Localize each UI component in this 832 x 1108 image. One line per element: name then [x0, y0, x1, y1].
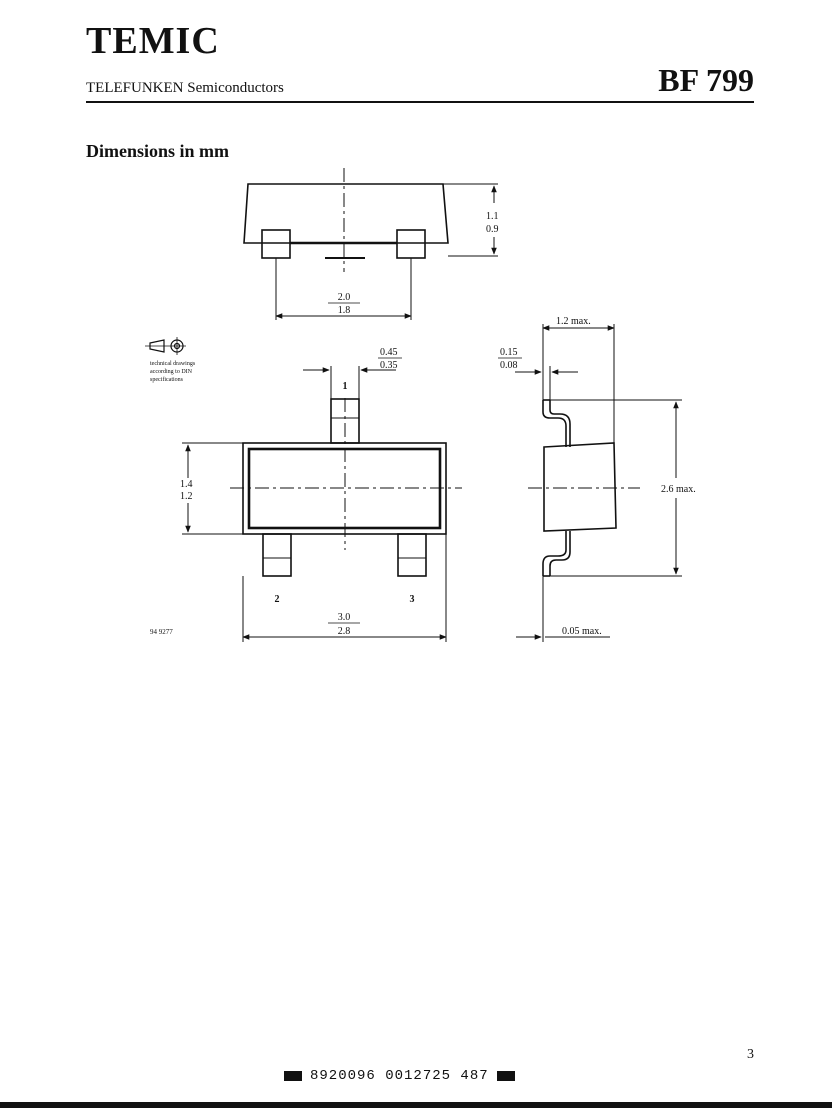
dim-overall-height: 2.6 max.: [661, 484, 696, 495]
side-view-body: [543, 442, 617, 532]
front-view-lead-3: [397, 533, 427, 577]
front-view-lead-2: [262, 533, 292, 577]
dim-lead-width-max: 0.45: [380, 347, 398, 358]
side-view: [528, 399, 640, 577]
page-bottom-bar: [0, 1102, 832, 1108]
front-view: [230, 398, 462, 577]
pin-label-1: 1: [343, 381, 348, 392]
dim-lead-span-max: 2.0: [338, 292, 351, 303]
page-number: 3: [747, 1047, 754, 1062]
din-note-line-2: according to DIN: [150, 369, 193, 375]
brand-logo: TEMIC: [86, 20, 220, 62]
dim-standoff: 0.05 max.: [562, 626, 602, 637]
top-view: [243, 168, 449, 272]
barcode-strip: 8920096 0012725 487: [284, 1068, 515, 1084]
dim-lead-width-min: 0.35: [380, 360, 398, 371]
side-view-dims: [515, 324, 682, 642]
part-number: BF 799: [658, 62, 754, 98]
barcode-block-right: [496, 1071, 515, 1081]
dim-height-min: 0.9: [486, 224, 499, 235]
dim-body-width-max: 1.4: [180, 479, 193, 490]
pin-label-3: 3: [410, 594, 415, 605]
dim-thickness-max: 1.2 max.: [556, 316, 591, 327]
header-rule: [86, 101, 754, 103]
drawing-number: 94 9277: [150, 628, 173, 636]
dim-lead-span-min: 1.8: [338, 305, 351, 316]
dim-lead-thick-max: 0.15: [500, 347, 518, 358]
top-view-lead-left: [261, 229, 291, 259]
brand-subtitle: TELEFUNKEN Semiconductors: [86, 80, 284, 96]
dim-body-length-max: 3.0: [338, 612, 351, 623]
dim-body-width-min: 1.2: [180, 491, 193, 502]
barcode-text: 8920096 0012725 487: [310, 1068, 489, 1084]
top-view-dims: [275, 183, 498, 320]
pin-label-2: 2: [275, 594, 280, 605]
front-view-dims: [182, 366, 447, 642]
din-projection-icon: [145, 337, 186, 355]
package-drawing: 1.1 0.9 2.0 1.8 technical drawings accor…: [145, 168, 696, 642]
dim-body-length-min: 2.8: [338, 626, 351, 637]
top-view-body: [243, 183, 449, 244]
din-note-line-1: technical drawings: [150, 361, 196, 367]
dim-height-max: 1.1: [486, 211, 499, 222]
din-note-line-3: specifications: [150, 376, 184, 383]
top-view-lead-right: [396, 229, 426, 259]
dim-lead-thick-min: 0.08: [500, 360, 518, 371]
section-title: Dimensions in mm: [86, 141, 230, 161]
barcode-block-left: [284, 1071, 302, 1081]
